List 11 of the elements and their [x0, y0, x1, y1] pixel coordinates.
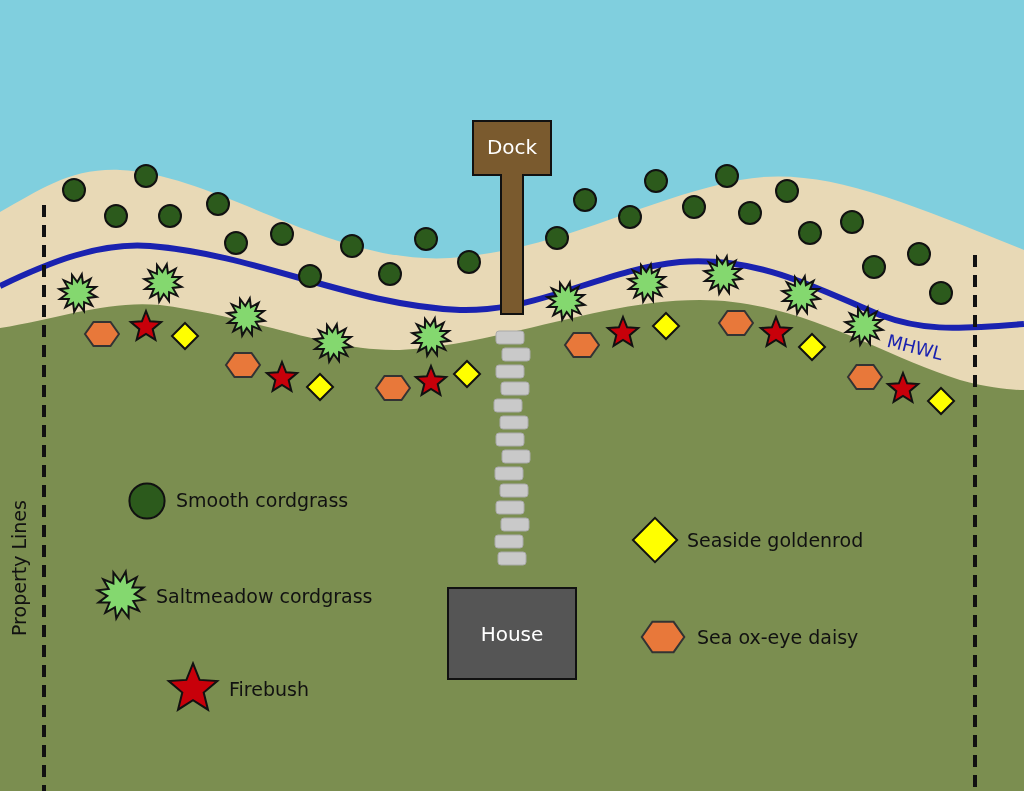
house-box — [447, 587, 577, 680]
legend-label: Firebush — [229, 678, 309, 700]
node-label: House — [480, 621, 544, 646]
legend-label: Sea ox-eye daisy — [697, 626, 859, 648]
legend-label: Seaside goldenrod — [687, 529, 864, 551]
legend-label: Smooth cordgrass — [176, 489, 349, 511]
legend-label: Saltmeadow cordgrass — [156, 585, 373, 607]
node-label: Dock — [486, 134, 538, 159]
shoreline-label: MHWL — [884, 330, 946, 365]
property-lines-label: Property Lines — [8, 500, 30, 636]
dock — [472, 120, 552, 315]
